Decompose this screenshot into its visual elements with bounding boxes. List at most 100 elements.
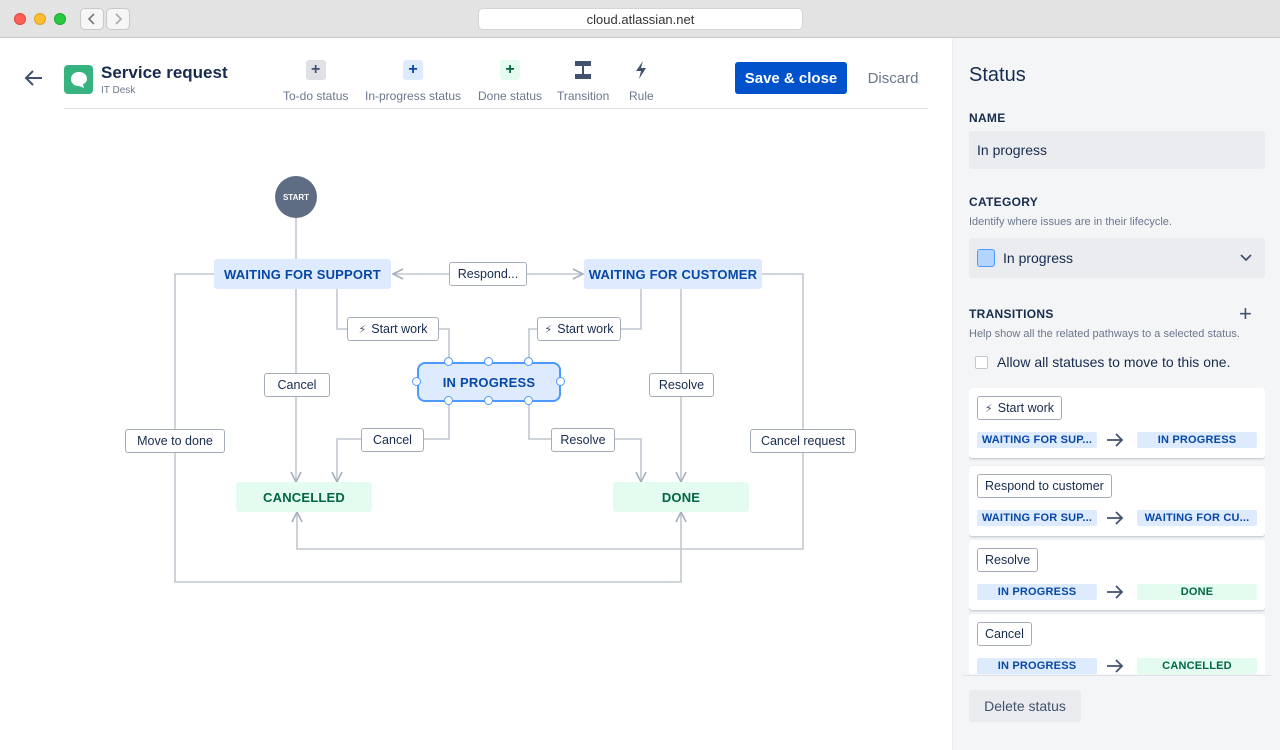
tool-label: Done status xyxy=(478,89,543,103)
panel-divider xyxy=(963,675,1271,676)
close-window-button[interactable] xyxy=(14,13,26,25)
from-status-pill: WAITING FOR SUP... xyxy=(977,510,1097,526)
transition-label: Start work xyxy=(557,322,614,336)
connection-handle[interactable] xyxy=(444,396,453,405)
allow-all-checkbox[interactable] xyxy=(975,356,988,369)
delete-status-button[interactable]: Delete status xyxy=(969,690,1081,722)
connection-handle[interactable] xyxy=(412,377,421,386)
transition-cancel-request[interactable]: Cancel request xyxy=(750,429,856,453)
transition-name: Resolve xyxy=(977,548,1039,572)
transition-cancel-left[interactable]: Cancel xyxy=(264,373,330,397)
transition-cancel-center[interactable]: Cancel xyxy=(361,428,424,452)
connection-handle[interactable] xyxy=(524,396,533,405)
header-divider xyxy=(64,108,928,109)
to-status-pill: CANCELLED xyxy=(1137,658,1257,674)
status-waiting-for-customer[interactable]: WAITING FOR CUSTOMER xyxy=(584,259,762,289)
chevron-right-icon xyxy=(115,13,123,25)
add-in-progress-status-button[interactable]: + In-progress status xyxy=(365,60,461,103)
connector-start-work-left xyxy=(336,288,450,364)
tool-label: To-do status xyxy=(283,89,349,103)
status-waiting-for-support[interactable]: WAITING FOR SUPPORT xyxy=(214,259,391,289)
tool-label: Rule xyxy=(629,89,654,103)
transition-name: Respond to customer xyxy=(977,474,1112,498)
connector-cancel-request xyxy=(297,273,804,550)
arrow-right-icon xyxy=(1107,585,1124,599)
transitions-label: TRANSITIONS xyxy=(969,307,1054,321)
maximize-window-button[interactable] xyxy=(54,13,66,25)
transitions-list[interactable]: ⚡Start work WAITING FOR SUP... IN PROGRE… xyxy=(969,388,1265,674)
lightning-bolt-icon: ⚡ xyxy=(358,323,367,336)
transition-name: Cancel xyxy=(977,622,1032,646)
add-transition-plus-icon[interactable]: + xyxy=(1239,301,1252,326)
plus-icon: + xyxy=(305,60,326,80)
transition-resolve-center[interactable]: Resolve xyxy=(551,428,615,452)
add-todo-status-button[interactable]: + To-do status xyxy=(283,60,348,103)
category-color-swatch xyxy=(977,249,995,267)
transitions-help: Help show all the related pathways to a … xyxy=(969,328,1240,340)
to-status-pill: IN PROGRESS xyxy=(1137,432,1257,448)
allow-all-label: Allow all statuses to move to this one. xyxy=(997,354,1231,370)
browser-forward-button[interactable] xyxy=(106,8,130,30)
chevron-down-icon xyxy=(1240,254,1252,262)
status-cancelled[interactable]: CANCELLED xyxy=(236,482,372,512)
status-in-progress[interactable]: IN PROGRESS xyxy=(417,362,561,402)
connection-handle[interactable] xyxy=(484,396,493,405)
status-panel: Status NAME In progress CATEGORY Identif… xyxy=(952,38,1280,750)
arrow-right-icon xyxy=(1107,659,1124,673)
discard-button[interactable]: Discard xyxy=(867,69,919,87)
url-text: cloud.atlassian.net xyxy=(586,11,695,27)
from-status-pill: IN PROGRESS xyxy=(977,584,1097,600)
connector-start-work-right xyxy=(528,288,642,364)
from-status-pill: IN PROGRESS xyxy=(977,658,1097,674)
save-close-button[interactable]: Save & close xyxy=(735,62,847,94)
transition-resolve-right[interactable]: Resolve xyxy=(649,373,714,397)
transition-move-to-done[interactable]: Move to done xyxy=(125,429,225,453)
minimize-window-button[interactable] xyxy=(34,13,46,25)
chevron-left-icon xyxy=(87,13,95,25)
start-node[interactable]: START xyxy=(275,176,317,218)
category-value: In progress xyxy=(1003,250,1074,266)
project-name: IT Desk xyxy=(101,85,136,96)
to-status-pill: WAITING FOR CU... xyxy=(1137,510,1257,526)
plus-icon: + xyxy=(403,60,424,80)
browser-chrome: cloud.atlassian.net xyxy=(0,0,1280,38)
connection-handle[interactable] xyxy=(556,377,565,386)
category-select[interactable]: In progress xyxy=(969,238,1265,278)
add-transition-button[interactable]: Transition xyxy=(557,60,609,103)
workflow-title: Service request xyxy=(101,63,228,82)
panel-title: Status xyxy=(969,64,1026,86)
url-bar[interactable]: cloud.atlassian.net xyxy=(478,8,803,30)
transition-start-work-right[interactable]: ⚡ Start work xyxy=(537,317,621,341)
connector-lines xyxy=(174,218,804,583)
connection-handle[interactable] xyxy=(524,357,533,366)
transition-name: ⚡Start work xyxy=(977,396,1062,420)
browser-back-button[interactable] xyxy=(80,8,104,30)
workflow-canvas[interactable]: START WAITING FOR SUPPORT WAITING FOR CU… xyxy=(0,0,952,750)
category-label: CATEGORY xyxy=(969,195,1039,209)
connector-cancel-center xyxy=(337,401,450,482)
from-status-pill: WAITING FOR SUP... xyxy=(977,432,1097,448)
lightning-bolt-icon: ⚡ xyxy=(544,323,553,336)
status-name-value: In progress xyxy=(977,142,1048,158)
transition-card[interactable]: Cancel IN PROGRESS CANCELLED xyxy=(969,614,1265,674)
transition-card[interactable]: Resolve IN PROGRESS DONE xyxy=(969,540,1265,610)
status-name-input[interactable]: In progress xyxy=(969,131,1265,169)
connector-move-to-done xyxy=(174,273,681,583)
to-status-pill: DONE xyxy=(1137,584,1257,600)
lightning-bolt-icon: ⚡ xyxy=(985,402,993,415)
back-button[interactable] xyxy=(22,66,46,90)
connection-handle[interactable] xyxy=(484,357,493,366)
transition-start-work-left[interactable]: ⚡Start work xyxy=(347,317,439,341)
transition-card[interactable]: Respond to customer WAITING FOR SUP... W… xyxy=(969,466,1265,536)
arrow-right-icon xyxy=(1107,433,1124,447)
add-rule-button[interactable]: Rule xyxy=(629,60,654,103)
status-done[interactable]: DONE xyxy=(613,482,749,512)
transition-respond[interactable]: Respond... xyxy=(449,262,527,286)
add-done-status-button[interactable]: + Done status xyxy=(478,60,542,103)
tool-label: Transition xyxy=(557,89,610,103)
connection-handle[interactable] xyxy=(444,357,453,366)
name-label: NAME xyxy=(969,111,1006,125)
transition-card[interactable]: ⚡Start work WAITING FOR SUP... IN PROGRE… xyxy=(969,388,1265,458)
service-desk-logo-icon xyxy=(64,65,93,94)
connector-resolve-center xyxy=(528,401,641,482)
